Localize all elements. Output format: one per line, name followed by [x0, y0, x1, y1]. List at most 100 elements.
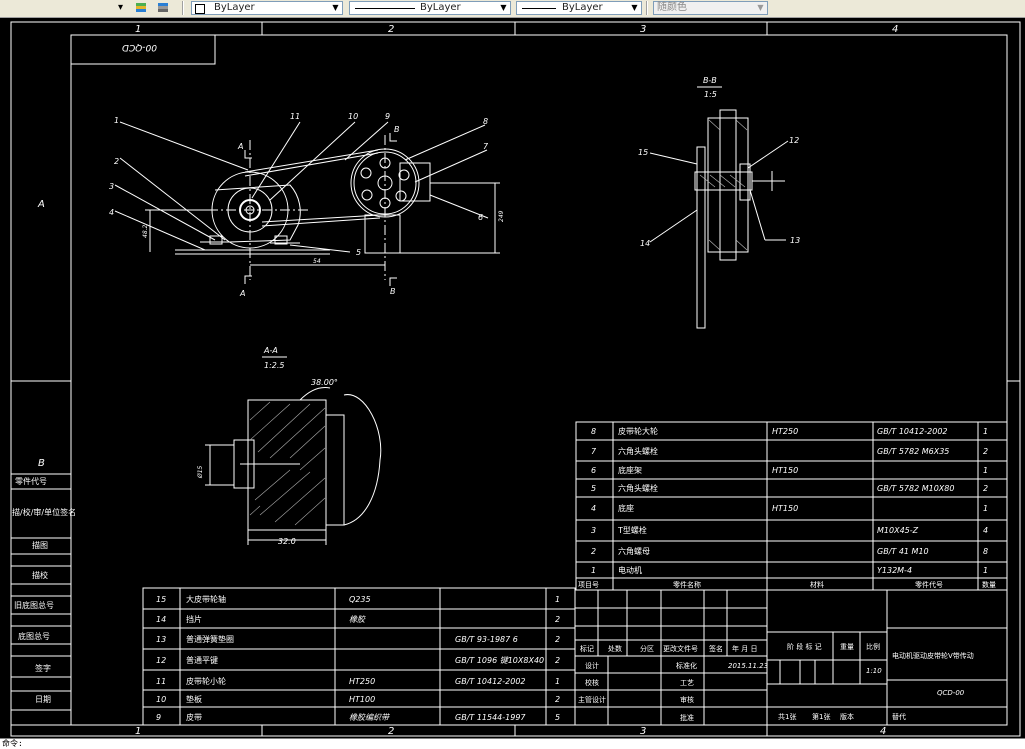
bom_upper-row-no: 7 — [591, 447, 597, 456]
bom_upper-row-name: 电动机 — [618, 565, 642, 575]
col-label-1-bottom: 1 — [135, 726, 141, 737]
plot-style-dropdown[interactable]: 随颜色 ▼ — [653, 1, 768, 15]
tb-code: QCD-00 — [937, 689, 965, 697]
balloon-9: 9 — [385, 112, 390, 121]
left-label-signature: 签字 — [35, 663, 51, 673]
lineweight-dropdown[interactable]: ByLayer ▼ — [516, 1, 642, 15]
chevron-down-icon: ▼ — [332, 3, 339, 12]
bom_upper-row-no: 4 — [591, 504, 596, 513]
bom_lower-row-qty: 1 — [555, 595, 560, 604]
code-box — [70, 34, 216, 65]
row-label-a: A — [37, 199, 45, 210]
properties-toolbar: ▾ ByLayer ▼ ByLayer ▼ ByLayer ▼ 随颜色 ▼ — [0, 0, 1025, 18]
col-label-2: 2 — [388, 24, 394, 35]
bom_lower-row-qty: 5 — [555, 713, 560, 722]
bom_upper-row-name: T型螺栓 — [617, 525, 647, 535]
bom-header-qty: 数量 — [982, 580, 996, 589]
lineweight-value: ByLayer — [562, 2, 603, 13]
cut-label-a-bottom: A — [239, 289, 245, 298]
bb-scale: 1:5 — [704, 90, 717, 99]
cut-label-b-bottom: B — [390, 287, 396, 296]
layer-manager-icon[interactable] — [156, 1, 170, 15]
col-label-4-bottom: 4 — [880, 726, 886, 737]
color-dropdown[interactable]: ByLayer ▼ — [191, 1, 343, 15]
tb-title: 电动机驱动皮带轮V带传动 — [892, 651, 974, 660]
tb-replace: 替代 — [892, 712, 906, 721]
bom-header-code: 零件代号 — [915, 580, 943, 589]
bom_lower-row-no: 11 — [156, 677, 166, 686]
balloon-12: 12 — [789, 136, 799, 145]
tb-review: 审核 — [680, 695, 694, 704]
linetype-sample — [355, 8, 415, 9]
drawing-canvas[interactable]: 1 2 3 4 1 2 3 4 A B 00-QCD 零件代号 描/校/审/单位… — [0, 18, 1025, 738]
bom_upper-row-name: 六角头螺栓 — [618, 483, 658, 493]
title-block-grid — [574, 589, 1008, 726]
color-value: ByLayer — [214, 2, 255, 13]
row-label-b: B — [38, 458, 45, 469]
tb-date-val: 2015.11.23 — [728, 662, 768, 670]
toolbar-separator — [182, 1, 184, 15]
bom_lower-row-mat: HT100 — [349, 695, 375, 704]
col-label-3: 3 — [640, 24, 646, 35]
bom_upper-row-qty: 2 — [983, 484, 988, 493]
tb-design: 设计 — [585, 661, 599, 670]
bom_upper-row-name: 六角头螺栓 — [618, 446, 658, 456]
balloon-10: 10 — [348, 112, 358, 121]
tb-approve: 批准 — [680, 713, 694, 722]
left-label-base-no: 底图总号 — [18, 631, 50, 641]
tb-sheet: 第1张 — [812, 712, 830, 721]
command-prompt: 命令: — [2, 739, 23, 748]
bom_upper-row-no: 1 — [591, 566, 596, 575]
tb-sign: 签名 — [709, 644, 723, 653]
balloon-7: 7 — [483, 142, 489, 151]
bom_lower-row-qty: 2 — [555, 695, 560, 704]
tb-check: 校核 — [585, 678, 599, 687]
tb-std: 标准化 — [676, 661, 697, 670]
dim-48: 48.2 — [142, 224, 149, 238]
bom_upper-row-qty: 1 — [983, 566, 988, 575]
tb-scale-value: 1:10 — [866, 667, 882, 675]
col-label-1: 1 — [135, 24, 141, 35]
bom_upper-row-std: Y132M-4 — [877, 566, 912, 575]
bom-header-no: 项目号 — [578, 581, 599, 589]
section-bb-view — [649, 86, 789, 329]
aa-title: A-A — [263, 346, 278, 355]
bom_upper-row-no: 6 — [591, 466, 596, 475]
bom_upper-row-std: GB/T 41 M10 — [877, 547, 929, 556]
bom_lower-row-mat: Q235 — [349, 595, 371, 604]
balloon-3: 3 — [109, 182, 114, 191]
bom_lower-row-std: GB/T 11544-1997 — [455, 713, 526, 722]
bom_lower-row-name: 大皮带轮轴 — [186, 594, 226, 604]
dim-angle: 38.00° — [311, 378, 338, 387]
outer-border — [10, 21, 1021, 737]
section-aa-view — [205, 356, 382, 545]
bom-header-name: 零件名称 — [673, 580, 701, 589]
bom_lower-row-mat: HT250 — [349, 677, 375, 686]
lineweight-sample — [522, 8, 556, 9]
linetype-value: ByLayer — [420, 2, 461, 13]
layer-states-icon[interactable]: ▾ — [118, 2, 124, 13]
bom_upper-row-name: 底座 — [618, 503, 634, 513]
bom_upper-row-std: GB/T 5782 M10X80 — [877, 484, 954, 493]
bom_upper-row-std: GB/T 5782 M6X35 — [877, 447, 949, 456]
bom_upper-row-std: M10X45-Z — [877, 526, 919, 535]
bom-header-material: 材料 — [810, 580, 824, 589]
bom-lower-grid — [142, 587, 576, 726]
bom_lower-row-qty: 2 — [555, 635, 560, 644]
bom_lower-row-std: GB/T 1096 键10X8X40 — [455, 656, 544, 665]
cut-label-a-top: A — [237, 142, 243, 151]
bom_lower-row-name: 挡片 — [186, 614, 202, 624]
bom_lower-row-no: 13 — [156, 635, 166, 644]
tb-sheets: 共1张 — [778, 712, 796, 721]
tb-mark: 标记 — [580, 644, 594, 653]
command-line[interactable]: 命令: — [0, 738, 1025, 749]
bom_upper-row-no: 5 — [591, 484, 596, 493]
bom_lower-row-qty: 2 — [555, 656, 560, 665]
bom_lower-row-name: 皮带轮小轮 — [186, 676, 226, 686]
tb-craft: 工艺 — [680, 679, 694, 687]
color-swatch — [195, 4, 205, 14]
linetype-dropdown[interactable]: ByLayer ▼ — [349, 1, 511, 15]
layer-previous-icon[interactable] — [134, 1, 148, 15]
bom_upper-row-qty: 2 — [983, 447, 988, 456]
bom_upper-row-name: 六角螺母 — [618, 546, 650, 556]
